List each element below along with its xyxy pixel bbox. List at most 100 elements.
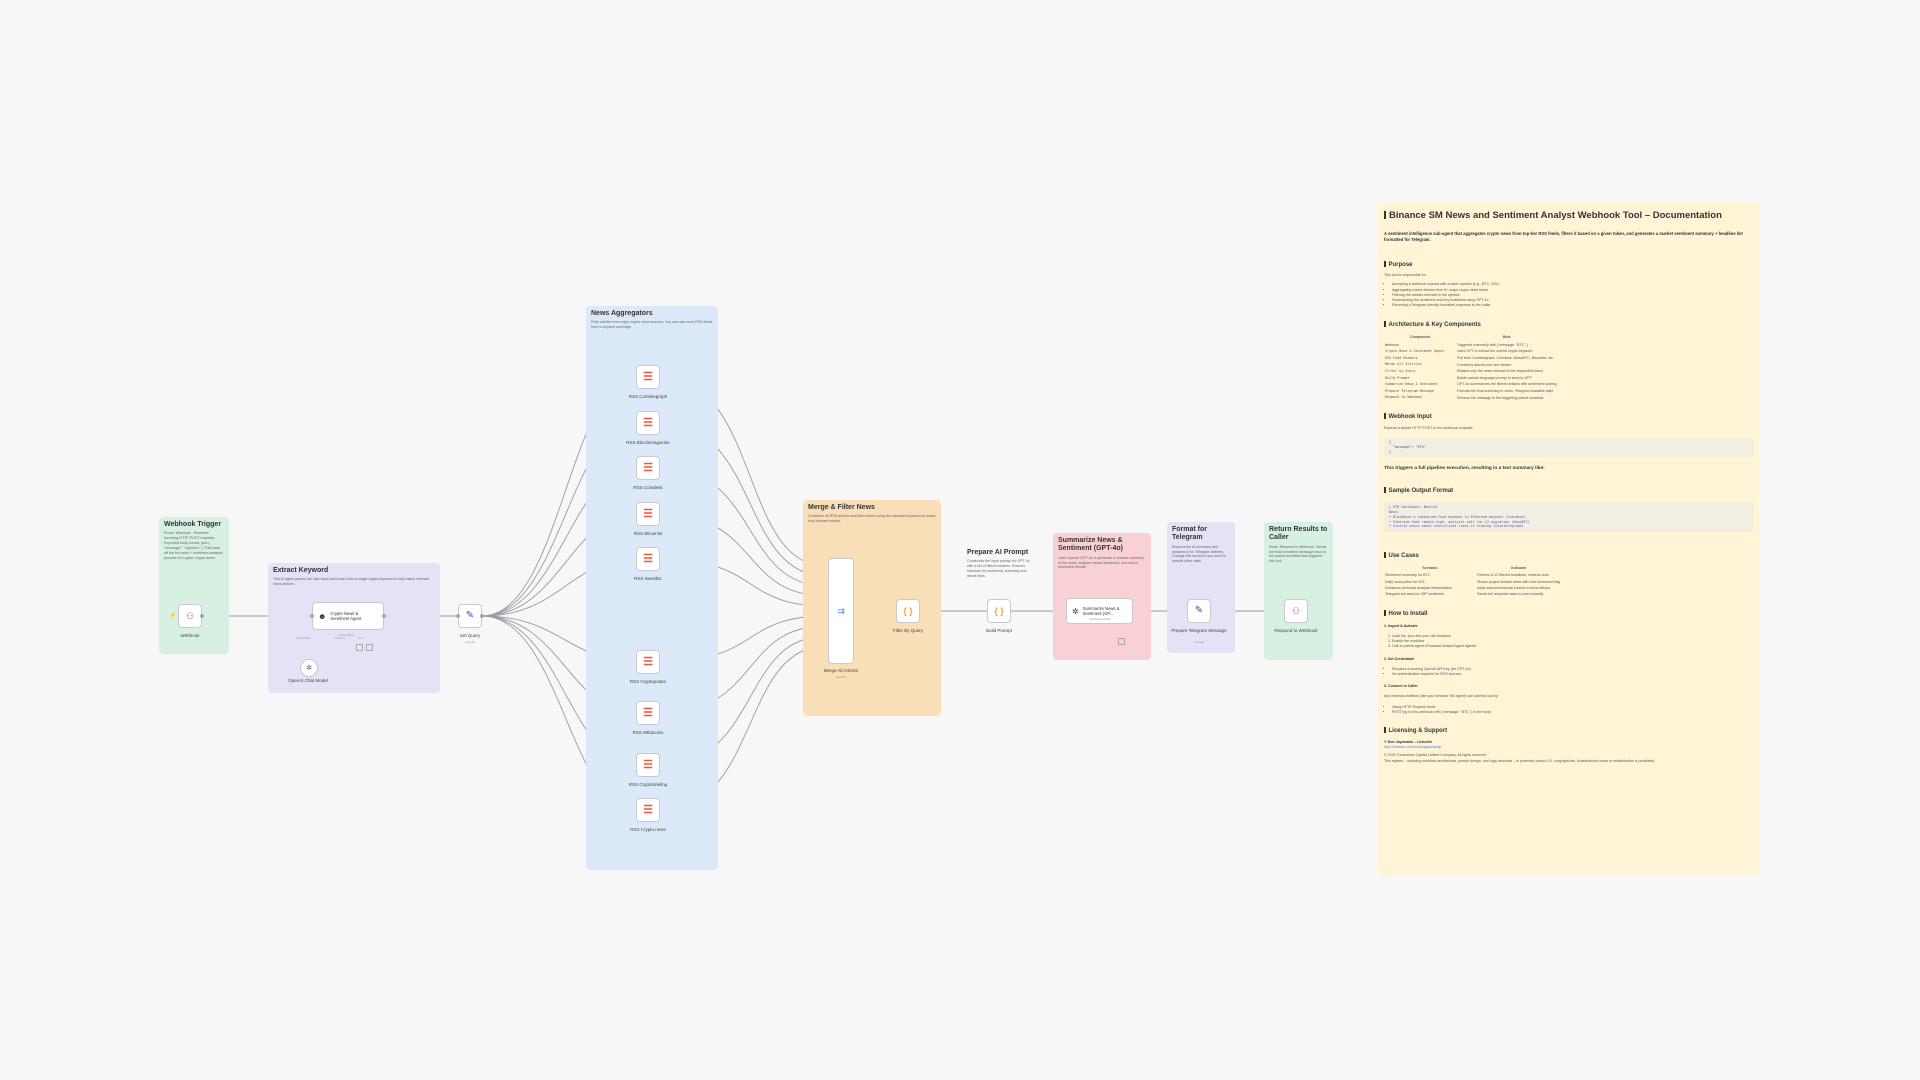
rss-icon: ☰ <box>643 461 653 474</box>
list-item: Load the .json into your n8n instance <box>1392 634 1754 639</box>
agent-port-memory-label: Memory <box>335 636 346 640</box>
doc-purpose-heading: Purpose <box>1384 261 1754 268</box>
doc-license-heading: Licensing & Support <box>1384 726 1754 734</box>
agent-port-model-label: Chat Model <box>296 636 311 640</box>
agent-memory-add[interactable] <box>356 644 363 651</box>
doc-step1-heading: 1. Import & Activate <box>1384 623 1418 628</box>
list-item: Link to parent agent #Financial Analyst … <box>1392 644 1754 649</box>
summarize-model-add[interactable] <box>1118 638 1125 645</box>
note-webhook-trigger-title: Webhook Trigger <box>164 521 222 528</box>
openai-chat-model-label: OpenAI Chat Model <box>288 678 328 683</box>
note-merge-filter[interactable]: Merge & Filter News Combines all RSS art… <box>803 500 941 716</box>
note-webhook-trigger[interactable]: Webhook Trigger Route: Webhook · Receive… <box>159 517 229 654</box>
rss-icon: ☰ <box>643 655 653 668</box>
note-merge-filter-title: Merge & Filter News <box>808 504 875 511</box>
rss-icon: ☰ <box>643 507 653 520</box>
rss-node[interactable]: ☰ <box>636 547 660 571</box>
doc-install-heading: How to Install <box>1384 609 1754 617</box>
agent-tool-add[interactable] <box>366 644 373 651</box>
doc-trigger-line: This triggers a full pipeline execution,… <box>1384 466 1545 472</box>
rss-node[interactable]: ☰ <box>636 753 660 777</box>
agent-in-port[interactable] <box>310 614 314 618</box>
agent-label: Crypto News & Sentiment Agent <box>330 610 362 621</box>
note-prepare-prompt[interactable]: Prepare AI Prompt Constructs the input p… <box>962 545 1036 645</box>
rss-node[interactable]: ☰ <box>636 365 660 389</box>
rss-label: RSS Newsbtc <box>634 576 662 581</box>
list-item: Summarizing the sentiment and key headli… <box>1392 298 1754 303</box>
merge-sub: append <box>835 675 846 679</box>
note-summarize[interactable]: Summarize News & Sentiment (GPT-4o) Uses… <box>1053 533 1151 660</box>
openai-chat-model-node[interactable]: ✲ <box>300 659 318 677</box>
doc-license-text2: This system – including workflow archite… <box>1384 758 1656 763</box>
note-merge-filter-body: Combines all RSS articles and filters th… <box>808 514 936 524</box>
rss-node[interactable]: ☰ <box>636 650 660 674</box>
filter-node[interactable]: { } <box>896 599 920 623</box>
note-prepare-prompt-body: Constructs the input prompt for GPT-4o w… <box>967 559 1030 578</box>
build-prompt-node[interactable]: { } <box>987 599 1011 623</box>
documentation-note[interactable]: Binance SM News and Sentiment Analyst We… <box>1378 202 1760 876</box>
summarize-node[interactable]: ✲ Summarize News & Sentiment (GP... <box>1066 598 1133 624</box>
rss-label: RSS Cointelegraph <box>628 394 668 399</box>
doc-license-link[interactable]: http://linkedin.com/in/donjayamahajr <box>1384 745 1442 750</box>
webhook-node[interactable]: ⚇ <box>178 604 202 628</box>
set-query-out-port[interactable] <box>480 614 484 618</box>
rss-icon: ☰ <box>643 370 653 383</box>
rss-node[interactable]: ☰ <box>636 798 660 822</box>
set-query-in-port[interactable] <box>456 614 460 618</box>
rss-node[interactable]: ☰ <box>636 456 660 480</box>
set-query-node[interactable]: ✎ <box>458 604 482 628</box>
rss-icon: ☰ <box>643 706 653 719</box>
pencil-icon: ✎ <box>465 610 475 621</box>
agent-node[interactable]: ☻ Crypto News & Sentiment Agent <box>312 602 384 630</box>
note-return-results-title: Return Results to Caller <box>1269 526 1328 542</box>
set-query-sub: manual <box>465 640 475 644</box>
rss-node[interactable]: ☰ <box>636 701 660 725</box>
list-item: Using HTTP Request Node <box>1392 705 1754 710</box>
merge-node[interactable]: ⇉ <box>828 558 854 664</box>
doc-step3-lead: Any external workflow (like your Binance… <box>1384 694 1499 699</box>
rss-node[interactable]: ☰ <box>636 502 660 526</box>
prepare-telegram-sub: manual <box>1194 640 1204 644</box>
doc-sample-heading: Sample Output Format <box>1384 487 1754 494</box>
rss-icon: ☰ <box>643 416 653 429</box>
doc-sample-code: [ ETH Sentiment: Neutral News: • BlackRo… <box>1384 502 1754 533</box>
rss-label: RSS Cryptopotato <box>629 679 667 684</box>
respond-webhook-node[interactable]: ⚇ <box>1284 599 1308 623</box>
table-row: Enhances technical analysis interpretati… <box>1385 586 1551 591</box>
prepare-telegram-node[interactable]: ✎ <box>1187 599 1211 623</box>
doc-step3-list: Using HTTP Request Node POST'ing to this… <box>1384 705 1754 715</box>
note-format-telegram[interactable]: Format for Telegram Ensures the AI summa… <box>1167 522 1235 653</box>
doc-intro: A sentiment intelligence sub-agent that … <box>1384 231 1743 243</box>
note-return-results[interactable]: Return Results to Caller Node: Respond t… <box>1264 522 1333 660</box>
rss-icon: ☰ <box>643 758 653 771</box>
list-item: Requires a working OpenAI API Key (for G… <box>1392 667 1754 672</box>
trigger-bolt-icon: ⚡ <box>169 613 177 619</box>
summarize-label: Summarize News & Sentiment (GP... <box>1082 605 1120 616</box>
build-prompt-label: Build Prompt <box>986 628 1012 633</box>
rss-icon: ☰ <box>643 552 653 565</box>
note-extract-keyword-body: This AI agent parses the user input and … <box>273 577 430 587</box>
note-format-telegram-title: Format for Telegram <box>1172 526 1207 542</box>
doc-purpose-lead: This tool is responsible for: <box>1384 273 1427 278</box>
agent-out-port[interactable] <box>382 614 386 618</box>
list-item: Enable the workflow <box>1392 639 1754 644</box>
webhook-out-port[interactable] <box>200 614 204 618</box>
doc-input-code: { "message": "ETH" } <box>1384 437 1754 458</box>
rss-node[interactable]: ☰ <box>636 411 660 435</box>
doc-use-heading: Use Cases <box>1384 552 1754 559</box>
doc-title-text: Binance SM News and Sentiment Analyst We… <box>1389 210 1722 221</box>
pencil-icon: ✎ <box>1194 605 1204 616</box>
note-prepare-prompt-title: Prepare AI Prompt <box>967 549 1029 556</box>
doc-purpose-list: Accepting a webhook request with a token… <box>1384 282 1754 308</box>
